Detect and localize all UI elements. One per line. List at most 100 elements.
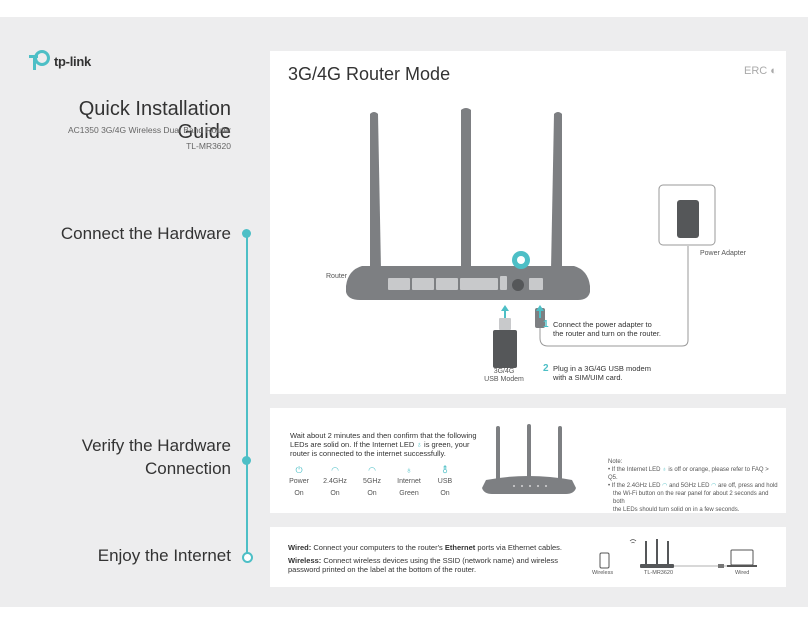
certification-mark: ERC ◐ — [744, 65, 777, 77]
verify-intro-line2-a: LEDs are solid on. If the Internet LED — [290, 440, 415, 449]
note-1-b: is off or orange, please refer to FAQ > … — [608, 467, 769, 481]
ethernet-port-4 — [460, 278, 482, 290]
timeline-dot-3 — [242, 552, 253, 563]
front-router-body — [482, 476, 576, 494]
led-usb: ⚨ USB On — [431, 464, 459, 500]
guide-model: TL-MR3620 — [186, 141, 231, 151]
led-internet-name: Internet — [397, 478, 421, 485]
instruction-1-line1: Connect the power adapter to — [553, 320, 652, 329]
led-power-state: On — [294, 490, 304, 497]
hardware-panel-title: 3G/4G Router Mode — [288, 64, 451, 84]
router-label: Router — [326, 273, 348, 280]
diagram-antenna-2 — [656, 539, 658, 565]
wifi-icon: ◠ — [368, 465, 376, 475]
note-2-line1-b: and 5GHz LED — [669, 483, 710, 489]
instruction-number-2: 2 — [543, 363, 549, 374]
antenna-left — [370, 112, 381, 270]
antenna-center — [461, 108, 471, 270]
power-arrow — [536, 305, 544, 318]
globe-icon: ♁ — [405, 465, 413, 475]
verify-intro-line3: router is connected to the internet succ… — [290, 449, 446, 458]
led-usb-name: USB — [437, 478, 453, 485]
note-title: Note: — [608, 459, 623, 465]
wifi-signal-icon — [629, 539, 637, 542]
laptop-icon — [730, 549, 754, 566]
diagram-wired-label: Wired — [735, 570, 750, 576]
wireless-instruction-line1: Wireless: Connect wireless devices using… — [288, 556, 558, 566]
tp-link-logo-icon — [29, 50, 50, 70]
diagram-router-body — [640, 564, 674, 568]
wireless-text-line1: Connect wireless devices using the SSID … — [323, 556, 559, 565]
logo-text: tp-link — [54, 53, 91, 69]
globe-icon: ♁ — [416, 440, 422, 449]
wired-text-ethernet: Ethernet — [444, 543, 476, 552]
verify-intro-line2-b: is green, your — [424, 440, 470, 449]
modem-label-line1: 3G/4G — [493, 368, 515, 375]
note-2-line1-a: • If the 2.4GHz LED — [608, 483, 661, 489]
power-icon: ⏻ — [295, 465, 303, 475]
power-adapter-label: Power Adapter — [700, 250, 746, 257]
timeline-line — [246, 233, 248, 557]
ethernet-port-1 — [388, 278, 410, 290]
led-24ghz-name: 2.4GHz — [323, 478, 347, 485]
step-verify-line2: Connection — [144, 459, 231, 478]
usb-modem-connector — [499, 318, 511, 330]
wireless-instruction-line2: password printed on the label at the bot… — [288, 565, 477, 574]
diagram-router-label: TL-MR3620 — [644, 570, 674, 576]
led-5ghz-state: On — [367, 490, 377, 497]
cert-mark-text: ERC — [744, 65, 768, 77]
router-front-diagram — [482, 424, 576, 494]
led-power: ⏻ Power On — [285, 464, 313, 500]
guide-subtitle: AC1350 3G/4G Wireless Dual Band Router — [68, 125, 231, 135]
phone-icon — [599, 552, 610, 569]
timeline-dot-2 — [242, 456, 251, 465]
ethernet-port-3 — [436, 278, 458, 290]
note-2-line1: • If the 2.4GHz LED ◠ and 5GHz LED ◠ are… — [608, 482, 778, 490]
wifi-icon: ◠ — [662, 483, 668, 489]
internet-panel — [270, 527, 786, 587]
wifi-icon: ◠ — [711, 483, 717, 489]
usb-arrow — [501, 305, 509, 318]
timeline-dot-1 — [242, 229, 251, 238]
modem-label-line2: USB Modem — [484, 376, 524, 383]
led-5ghz-name: 5GHz — [363, 478, 381, 485]
step-connect-hardware: Connect the Hardware — [60, 224, 231, 243]
diagram-wireless-label: Wireless — [592, 570, 614, 576]
led-24ghz: ◠ 2.4GHz On — [321, 464, 349, 500]
note-1-a: • If the Internet LED — [608, 467, 661, 473]
connection-diagram — [599, 539, 757, 569]
tp-link-logo: tp-link — [28, 50, 91, 72]
power-cable — [539, 246, 689, 347]
led-internet: ♁ Internet Green — [395, 464, 423, 500]
wired-text-a: Connect your computers to the router's — [313, 543, 443, 552]
led-24ghz-state: On — [330, 490, 340, 497]
front-antenna-left — [496, 426, 500, 482]
wireless-label: Wireless: — [288, 556, 322, 565]
wifi-icon: ◠ — [331, 465, 339, 475]
usb-modem — [493, 330, 517, 368]
verify-intro-line2: LEDs are solid on. If the Internet LED ♁… — [290, 440, 470, 450]
antenna-right — [551, 112, 562, 270]
led-power-name: Power — [289, 478, 309, 485]
instruction-number-1: 1 — [543, 319, 549, 330]
power-adapter — [677, 200, 699, 238]
hardware-diagram: 1 2 — [346, 108, 716, 374]
diagram-antenna-3 — [667, 541, 669, 565]
front-antenna-right — [558, 426, 562, 482]
note-2-line1-c: are off, press and hold — [718, 483, 778, 489]
wired-text-b: ports via Ethernet cables. — [477, 543, 563, 552]
step-verify-line1: Verify the Hardware — [81, 436, 231, 455]
guide-title: Quick Installation Guide — [78, 98, 231, 143]
instruction-1-line2: the router and turn on the router. — [553, 329, 661, 338]
ethernet-port-2 — [412, 278, 434, 290]
instruction-2-line1: Plug in a 3G/4G USB modem — [553, 364, 651, 373]
step-enjoy-internet: Enjoy the Internet — [97, 546, 231, 565]
verify-intro-line1: Wait about 2 minutes and then confirm th… — [290, 431, 477, 440]
diagram-antenna-1 — [645, 541, 647, 565]
power-jack — [529, 278, 543, 290]
wired-label: Wired: — [288, 543, 312, 552]
note-2-line2: the Wi-Fi button on the rear panel for a… — [613, 491, 769, 505]
note-1: • If the Internet LED ♁ is off or orange… — [608, 466, 778, 482]
led-internet-state: Green — [399, 490, 419, 497]
wan-port — [480, 278, 498, 290]
